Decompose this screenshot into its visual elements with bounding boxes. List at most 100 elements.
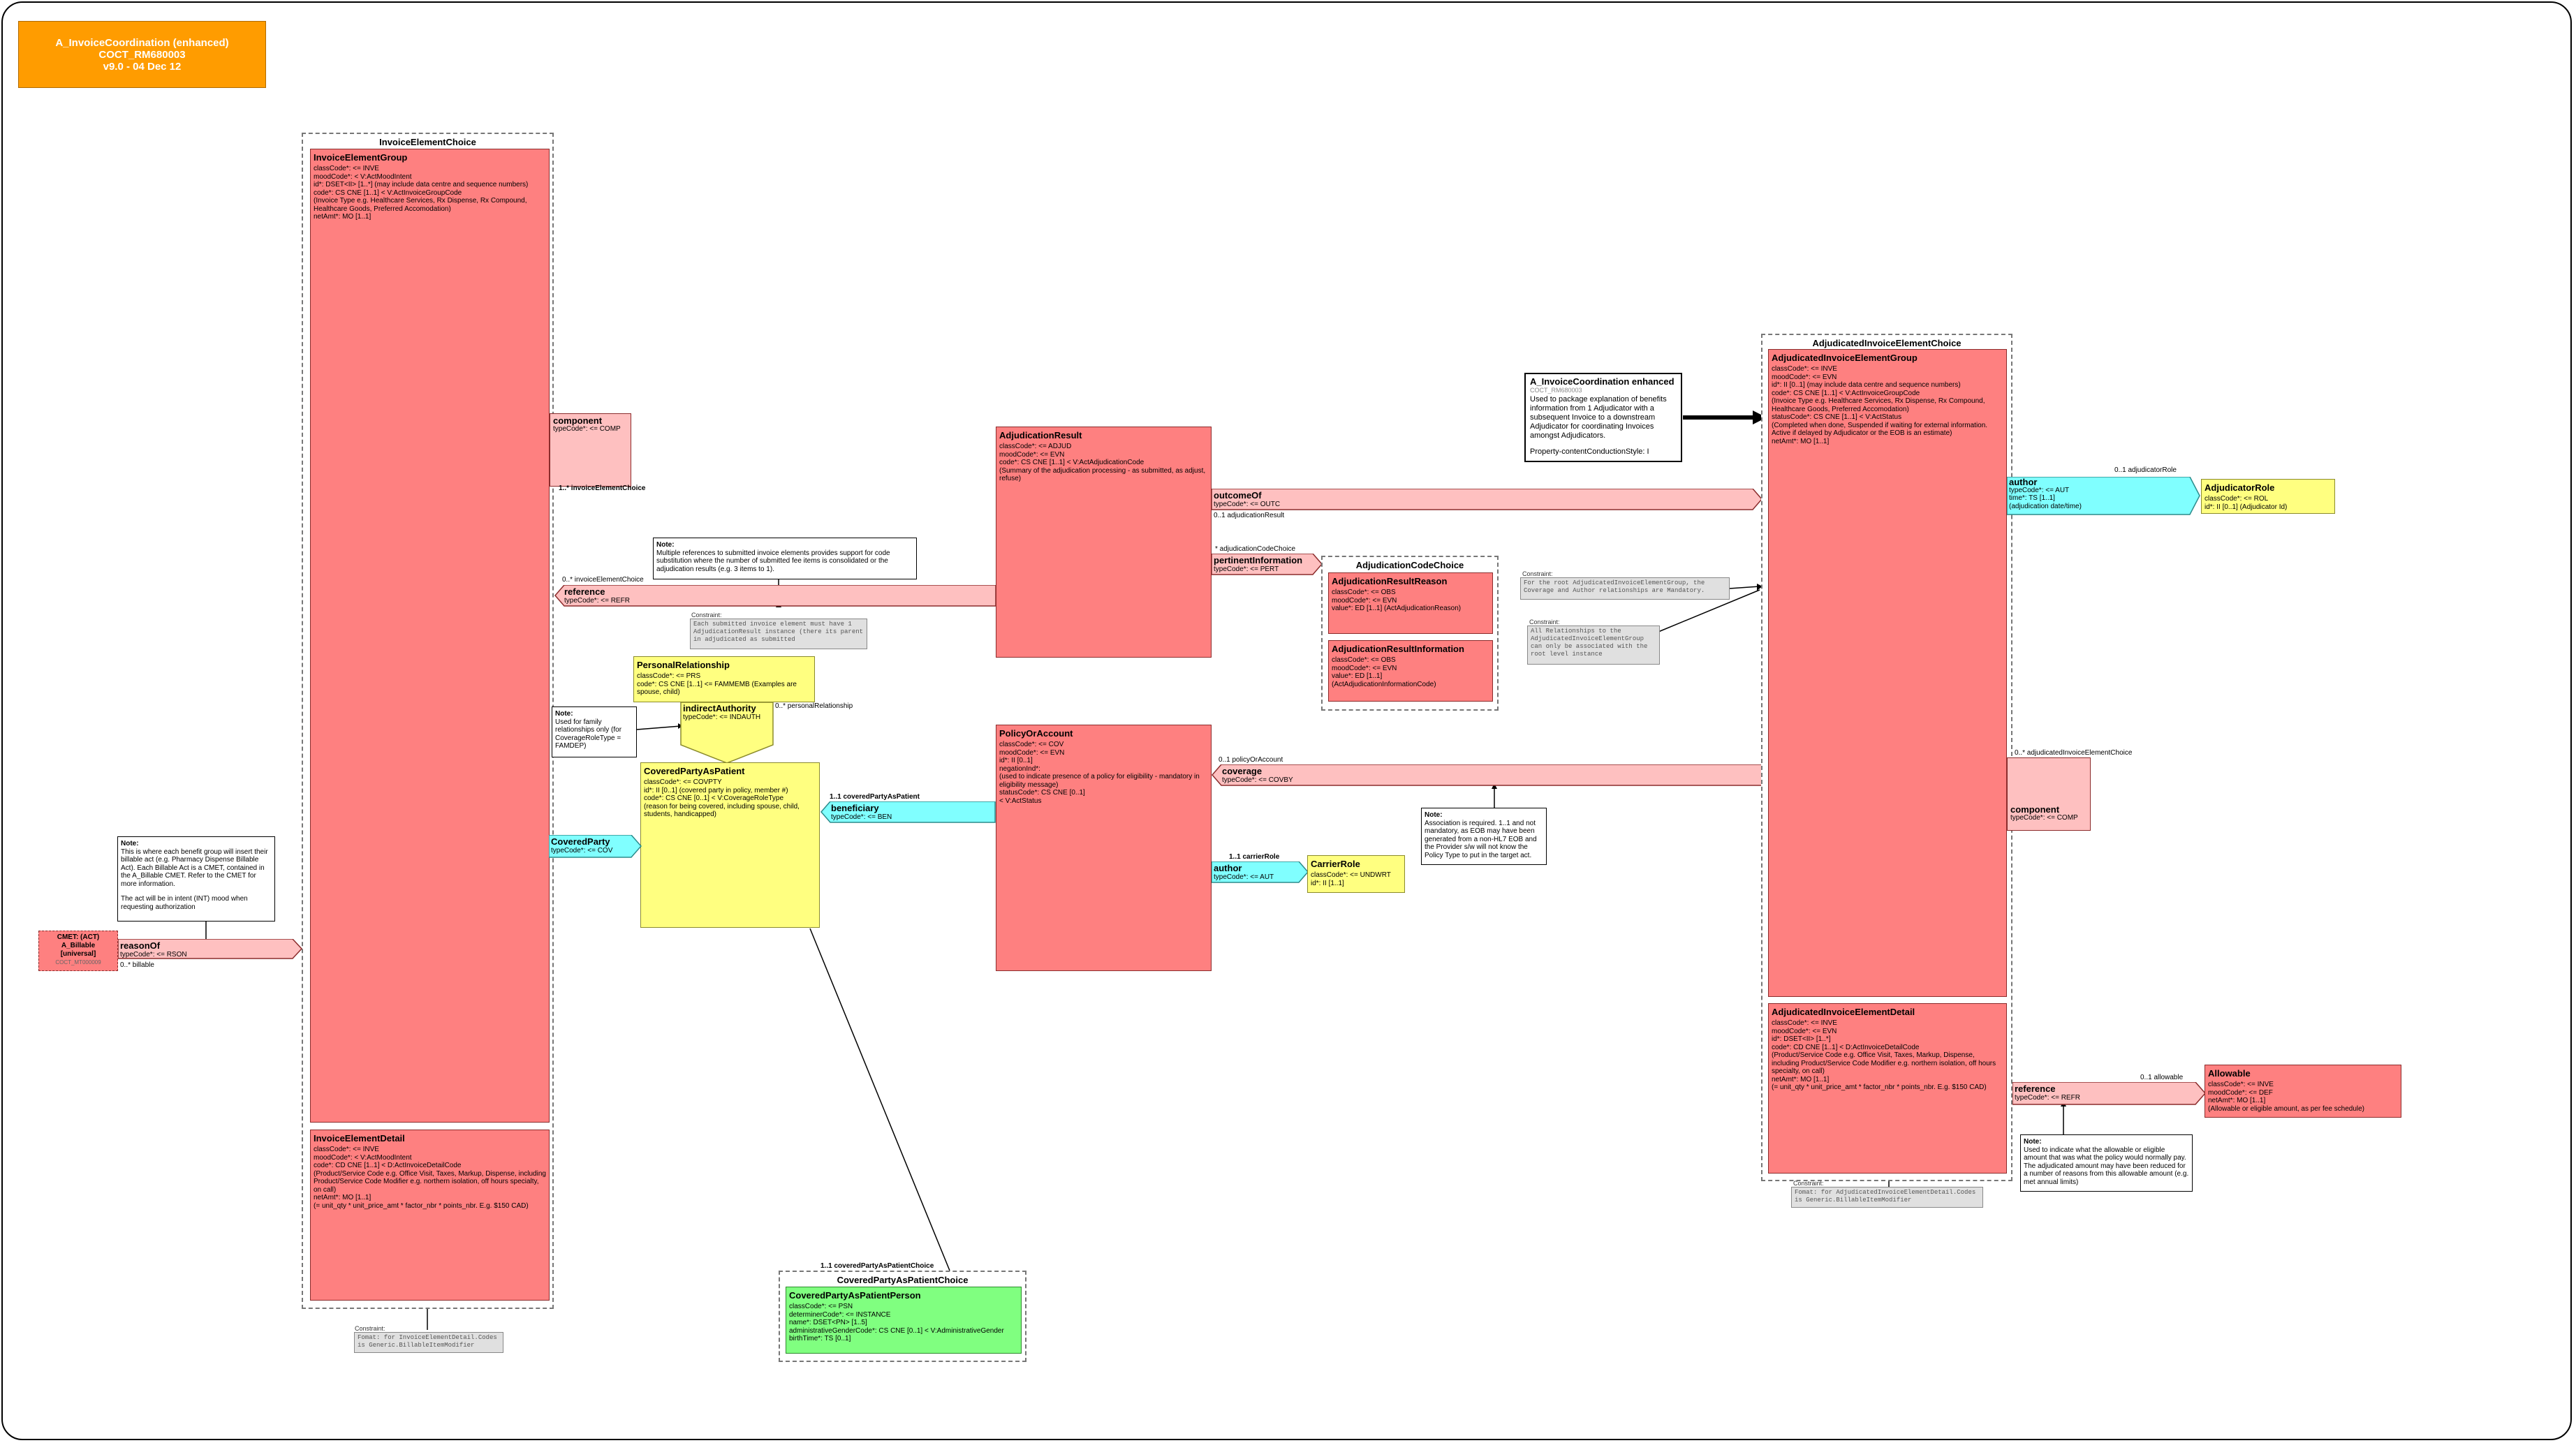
model-title: A_InvoiceCoordination (enhanced) xyxy=(55,37,229,49)
covered-party-arrow xyxy=(549,835,642,858)
rel-name: beneficiary xyxy=(831,803,879,813)
note-label: Note: xyxy=(2024,1138,2042,1146)
note-family: Note: Used for family relationships only… xyxy=(552,706,637,757)
attr: (Completed when done, Suspended if waiti… xyxy=(1772,421,1988,438)
attr: classCode*: <= PRS xyxy=(637,672,701,680)
component-left-card: 1..* invoiceElementChoice xyxy=(559,484,646,492)
adjudicated-invoice-element-detail: AdjudicatedInvoiceElementDetail classCod… xyxy=(1768,1003,2007,1174)
cmet-name: A_Billable xyxy=(61,942,96,949)
author-right-card: 0..1 adjudicatorRole xyxy=(2114,466,2177,474)
note-association: Note: Association is required. 1..1 and … xyxy=(1421,808,1547,865)
attr: netAmt*: MO [1..1] xyxy=(1772,437,1830,445)
covered-party-choice-card: 1..1 coveredPartyAsPatientChoice xyxy=(820,1262,934,1270)
rel-type: typeCode*: <= PERT xyxy=(1214,565,1279,573)
attr: netAmt*: MO [1..1] xyxy=(314,1194,371,1201)
rel-type: typeCode*: <= INDAUTH xyxy=(683,713,761,721)
attr: moodCode*: <= EVN xyxy=(1772,1027,1837,1035)
attr: moodCode*: <= EVN xyxy=(999,748,1065,757)
choice-title: AdjudicatedInvoiceElementChoice xyxy=(1812,338,1962,348)
reference-left-label: reference typeCode*: <= REFR xyxy=(564,586,630,605)
adjudicated-invoice-element-group: AdjudicatedInvoiceElementGroup classCode… xyxy=(1768,349,2007,997)
attr: (Invoice Type e.g. Healthcare Services, … xyxy=(314,197,527,213)
pertinent-information-arrow xyxy=(1212,554,1323,575)
author-right-label: author typeCode*: <= AUT time*: TS [1..1… xyxy=(2009,478,2082,510)
class-name: AdjudicatorRole xyxy=(2205,482,2275,493)
class-name: InvoiceElementDetail xyxy=(314,1133,405,1144)
attr: netAmt*: MO [1..1] xyxy=(1772,1075,1830,1083)
attr: code*: CS CNE [1..1] <= FAMMEMB (Example… xyxy=(637,680,797,697)
cmet-billable: CMET: (ACT) A_Billable [universal] COCT_… xyxy=(38,931,118,971)
rel-type: typeCode*: <= OUTC xyxy=(1214,501,1281,508)
attr: determinerCode*: <= INSTANCE xyxy=(789,1310,891,1319)
constraint-label: Constraint: xyxy=(1522,570,1553,577)
covered-party-as-patient: CoveredPartyAsPatient classCode*: <= COV… xyxy=(640,762,820,928)
attr: classCode*: <= INVE xyxy=(314,1146,379,1153)
entry-description: Used to package explanation of benefits … xyxy=(1530,395,1667,440)
invoice-element-group: InvoiceElementGroup classCode*: <= INVE … xyxy=(310,149,550,1123)
class-name: PolicyOrAccount xyxy=(999,728,1073,739)
constraint-label: Constraint: xyxy=(1529,619,1560,626)
rel-type: typeCode*: <= COMP xyxy=(553,424,621,433)
author-mid-label: author typeCode*: <= AUT xyxy=(1214,863,1274,881)
attr: id*: DSET<II> [1..*] (may include data c… xyxy=(314,181,529,188)
rel-type: typeCode*: <= COMP xyxy=(2010,813,2078,822)
policy-or-account: PolicyOrAccount classCode*: <= COV moodC… xyxy=(996,725,1212,971)
cmet-type: CMET: (ACT) xyxy=(57,933,100,941)
component-right-box: component typeCode*: <= COMP xyxy=(2007,757,2091,831)
rel-name: author xyxy=(1214,863,1242,873)
attr: classCode*: <= ROL xyxy=(2205,495,2269,503)
attr: moodCode*: <= EVN xyxy=(1772,373,1837,381)
indirect-authority-card: 0..* personalRelationship xyxy=(775,702,853,710)
class-name: AdjudicationResultInformation xyxy=(1332,644,1464,654)
reason-of-card: 0..* billable xyxy=(120,961,154,969)
class-name: AdjudicationResultReason xyxy=(1332,576,1448,586)
attr: moodCode*: <= EVN xyxy=(1332,596,1397,605)
class-name: AdjudicatedInvoiceElementGroup xyxy=(1772,353,1918,363)
rel-type: typeCode*: <= COV xyxy=(551,847,613,854)
rel-name: indirectAuthority xyxy=(683,703,756,713)
attr: (ActAdjudicationInformationCode) xyxy=(1332,680,1436,688)
pertinent-info-card: * adjudicationCodeChoice xyxy=(1215,545,1296,553)
attr: id*: II [0..1] xyxy=(999,757,1033,764)
rel-type: typeCode*: <= BEN xyxy=(831,813,892,821)
attr: id*: DSET<II> [1..*] xyxy=(1772,1035,1831,1043)
beneficiary-label: beneficiary typeCode*: <= BEN xyxy=(831,803,892,821)
reference-left-card: 0..* invoiceElementChoice xyxy=(562,576,644,584)
attr: classCode*: <= INVE xyxy=(1772,1019,1837,1027)
attr: statusCode*: CS CNE [0..1] xyxy=(999,789,1085,797)
covered-party-label: CoveredParty typeCode*: <= COV xyxy=(551,836,612,854)
class-name: CoveredPartyAsPatientPerson xyxy=(789,1290,921,1301)
attr: moodCode*: <= EVN xyxy=(999,450,1065,459)
attr: (Product/Service Code e.g. Office Visit,… xyxy=(1772,1051,1996,1075)
covered-party-as-patient-person: CoveredPartyAsPatientPerson classCode*: … xyxy=(786,1287,1022,1354)
rel-type: typeCode*: <= REFR xyxy=(2015,1094,2080,1102)
component-left-box: component typeCode*: <= COMP xyxy=(550,413,631,487)
attr: (Product/Service Code e.g. Office Visit,… xyxy=(314,1169,546,1194)
model-id: COCT_RM680003 xyxy=(98,49,186,61)
class-name: PersonalRelationship xyxy=(637,660,730,670)
author-mid-arrow xyxy=(1212,861,1309,883)
attr: moodCode*: < V:ActMoodIntent xyxy=(314,1153,412,1162)
reason-of-label: reasonOf typeCode*: <= RSON xyxy=(120,940,187,959)
attr: moodCode*: < V:ActMoodIntent xyxy=(314,172,412,181)
attr: (used to indicate presence of a policy f… xyxy=(999,773,1200,789)
reference-right-card: 0..1 allowable xyxy=(2140,1074,2184,1081)
coverage-arrow xyxy=(1212,764,1769,786)
pertinent-information-label: pertinentInformation typeCode*: <= PERT xyxy=(1214,555,1302,573)
attr: typeCode*: <= AUT xyxy=(2009,486,2070,494)
constraint-label: Constraint: xyxy=(691,612,722,619)
entry-style: Property-contentConductionStyle: I xyxy=(1530,447,1649,456)
adjudication-result-information: AdjudicationResultInformation classCode*… xyxy=(1328,640,1493,702)
note-text: Used to indicate what the allowable or e… xyxy=(2024,1146,2189,1186)
attr: (= unit_qty * unit_price_amt * factor_nb… xyxy=(314,1201,529,1210)
reason-of-arrow xyxy=(118,939,303,959)
carrier-role: CarrierRole classCode*: <= UNDWRT id*: I… xyxy=(1307,855,1405,893)
attr: name*: DSET<PN> [1..5] xyxy=(789,1319,867,1326)
attr: administrativeGenderCode*: CS CNE [0..1]… xyxy=(789,1326,1004,1335)
note-text: This is where each benefit group will in… xyxy=(121,848,268,888)
rel-name: component xyxy=(553,415,603,426)
note-label: Note: xyxy=(656,541,675,549)
note-label: Note: xyxy=(1425,811,1443,819)
invoice-coordination-entry: A_InvoiceCoordination enhanced COCT_RM68… xyxy=(1524,373,1682,462)
note-label: Note: xyxy=(555,710,573,718)
